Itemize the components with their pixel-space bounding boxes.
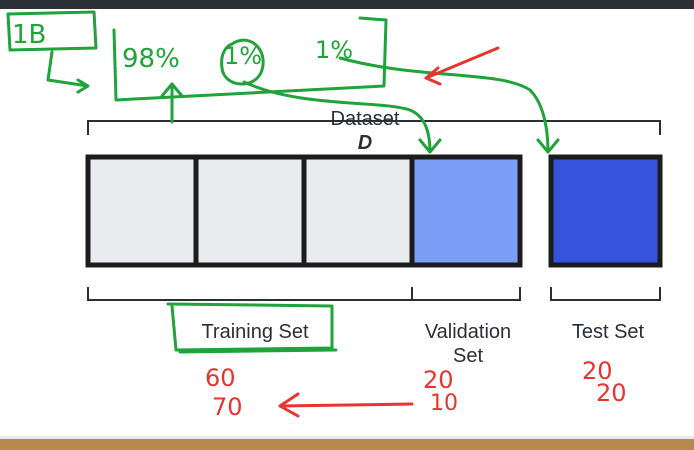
annotation-train-a: 60 xyxy=(205,364,236,392)
annotation-test-a: 20 xyxy=(582,357,613,385)
dataset-title-variable: D xyxy=(357,132,373,154)
validation-block xyxy=(412,157,520,265)
test-block xyxy=(551,157,660,265)
annotation-total: 1B xyxy=(12,20,47,50)
annotation-val-pct: 1% xyxy=(224,42,263,70)
training-set-label: Training Set xyxy=(201,321,309,343)
annotation-train-b: 70 xyxy=(212,393,243,421)
training-block-3 xyxy=(304,157,414,265)
training-block-2 xyxy=(196,157,306,265)
dataset-title: Dataset D xyxy=(290,83,440,155)
annotation-val-b: 10 xyxy=(430,391,458,416)
annotation-val-a: 20 xyxy=(423,366,454,394)
annotation-test-pct: 1% xyxy=(315,36,354,64)
test-set-label: Test Set xyxy=(571,321,645,343)
annotation-test-b: 20 xyxy=(596,379,627,407)
annotation-train-pct: 98% xyxy=(122,44,180,74)
validation-set-label: Validation Set xyxy=(424,321,512,367)
dataset-title-text: Dataset xyxy=(330,108,400,130)
training-block-1 xyxy=(88,157,198,265)
bottom-bar xyxy=(0,436,694,450)
top-bar xyxy=(0,0,694,9)
